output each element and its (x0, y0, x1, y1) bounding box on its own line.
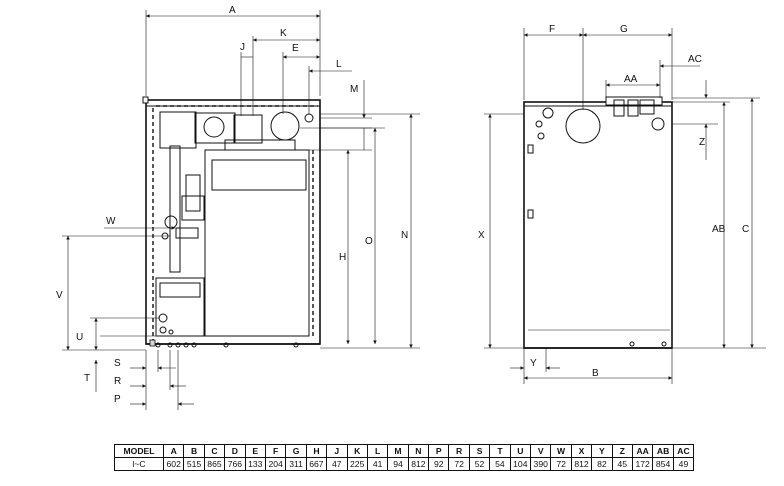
label-E: E (292, 43, 299, 54)
label-L: L (336, 59, 342, 70)
table-cell: X (570, 444, 593, 458)
technical-drawing: A K J E L M H O N W V U S T R P (56, 5, 766, 410)
table-cell: AA (631, 444, 654, 458)
table-cell: C (203, 444, 226, 458)
boiler-body (204, 149, 310, 337)
side-casing (523, 101, 673, 349)
label-M: M (350, 84, 358, 95)
table-cell: Z (611, 444, 633, 458)
table-cell: AB (652, 444, 674, 458)
table-cell: T (489, 444, 511, 458)
label-X: X (478, 230, 485, 241)
table-cell: D (224, 444, 246, 458)
side-dimensions (484, 28, 766, 384)
table-cell: 204 (264, 457, 287, 471)
label-K: K (280, 28, 287, 39)
table-cell: 104 (509, 457, 532, 471)
label-S: S (114, 358, 121, 369)
table-cell: 41 (366, 457, 389, 471)
table-cell: U (509, 444, 532, 458)
label-Z: Z (699, 137, 705, 148)
table-cell: 92 (428, 457, 450, 471)
label-AB: AB (712, 224, 726, 235)
label-AC: AC (688, 54, 702, 65)
table-cell: V (530, 444, 552, 458)
front-view (142, 96, 321, 348)
table-cell: 854 (652, 457, 674, 471)
table-cell: N (407, 444, 430, 458)
table-cell: 133 (244, 457, 266, 471)
label-Y: Y (530, 358, 537, 369)
table-row-label: l~C (114, 457, 164, 471)
table-cell: P (428, 444, 450, 458)
table-cell: 72 (448, 457, 470, 471)
table-cell: 311 (285, 457, 307, 471)
table-cell: 515 (183, 457, 205, 471)
table-cell: 94 (387, 457, 409, 471)
label-N: N (401, 230, 408, 241)
table-cell: B (183, 444, 205, 458)
label-J: J (240, 42, 245, 53)
label-A: A (229, 5, 236, 16)
table-cell: 45 (611, 457, 633, 471)
table-cell: Y (591, 444, 613, 458)
table-cell: 172 (631, 457, 654, 471)
table-cell: 602 (162, 457, 185, 471)
label-P: P (114, 394, 121, 405)
table-cell: W (550, 444, 572, 458)
label-T: T (84, 373, 90, 384)
table-cell: E (244, 444, 266, 458)
label-V: V (56, 290, 63, 301)
label-U: U (76, 332, 83, 343)
table-cell: 812 (407, 457, 430, 471)
table-cell: 812 (570, 457, 593, 471)
table-cell: 52 (468, 457, 491, 471)
table-row-label: MODEL (114, 444, 164, 458)
table-cell: 82 (591, 457, 613, 471)
label-B: B (592, 368, 599, 379)
front-dimensions (62, 10, 420, 410)
label-C: C (742, 224, 749, 235)
label-W: W (106, 216, 116, 227)
table-cell: 72 (550, 457, 572, 471)
table-cell: 54 (489, 457, 511, 471)
label-F: F (549, 24, 555, 35)
table-cell: J (326, 444, 348, 458)
label-G: G (620, 24, 628, 35)
burner-circle (270, 111, 300, 141)
table-cell: M (387, 444, 409, 458)
table-cell: 667 (305, 457, 328, 471)
table-cell: A (162, 444, 185, 458)
table-cell: 47 (326, 457, 348, 471)
table-cell: S (468, 444, 491, 458)
table-cell: 225 (346, 457, 368, 471)
label-O: O (365, 236, 373, 247)
table-cell: K (346, 444, 368, 458)
table-cell: 390 (530, 457, 552, 471)
table-cell: 865 (203, 457, 226, 471)
table-cell: F (264, 444, 287, 458)
table-cell: G (285, 444, 307, 458)
table-cell: 766 (224, 457, 246, 471)
table-cell: AC (672, 444, 695, 458)
label-AA: AA (624, 74, 638, 85)
side-labels: F G AC AA Z X AB C Y B (478, 24, 749, 379)
label-H: H (339, 252, 346, 263)
front-labels: A K J E L M H O N W V U S T R P (56, 5, 408, 405)
label-R: R (114, 376, 121, 387)
side-view (523, 96, 673, 349)
table-cell: L (366, 444, 389, 458)
table-cell: 49 (672, 457, 695, 471)
flue-outlet (565, 108, 601, 144)
table-cell: R (448, 444, 470, 458)
table-cell: H (305, 444, 328, 458)
